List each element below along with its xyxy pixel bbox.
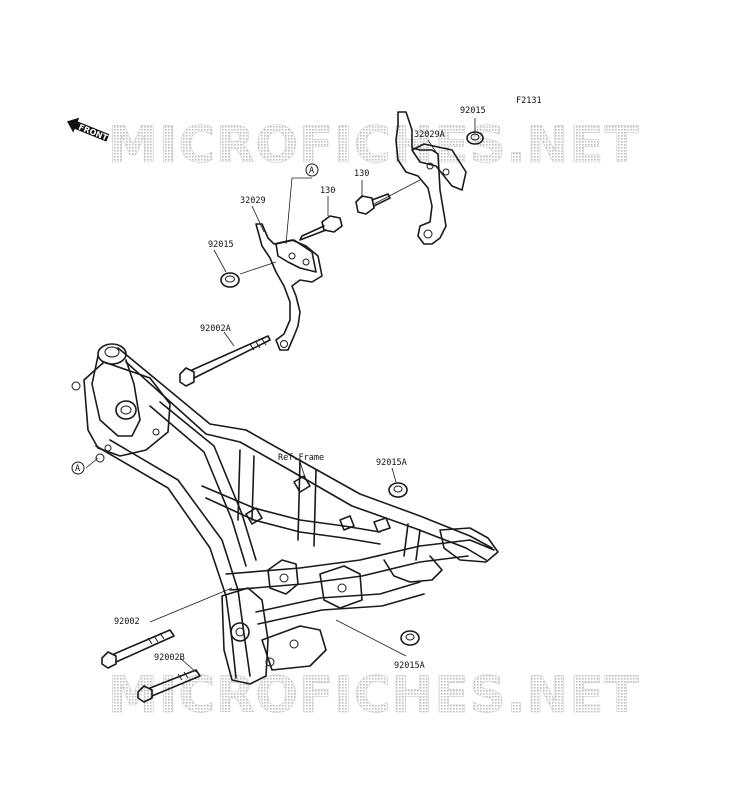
bolt-130-left <box>299 215 343 241</box>
collar-92015A-top <box>388 482 408 498</box>
front-arrow-icon: FRONT <box>67 117 109 143</box>
svg-text:FRONT: FRONT <box>77 123 109 143</box>
watermark-top: MICROFICHES.NET <box>108 116 640 174</box>
bolt-92002B <box>137 669 201 703</box>
label-92002B: 92002B <box>154 653 185 663</box>
bracket-32029 <box>255 223 323 351</box>
bolt-92002A <box>179 335 271 387</box>
bolt-130-right <box>355 193 391 215</box>
label-32029: 32029 <box>240 196 266 206</box>
label-32029A: 32029A <box>414 130 445 140</box>
collar-92015A-bottom <box>400 630 420 646</box>
bracket-32029A <box>395 111 467 245</box>
collar-92015-left <box>220 272 240 288</box>
callout-a-left: A <box>71 461 85 475</box>
label-92015-top: 92015 <box>460 106 486 116</box>
collar-92015-top <box>466 131 484 145</box>
svg-text:A: A <box>75 464 80 474</box>
label-92002: 92002 <box>114 617 140 627</box>
ref-frame-note: Ref.Frame <box>278 453 324 463</box>
label-92015A-bottom: 92015A <box>394 661 425 671</box>
svg-text:A: A <box>309 166 314 176</box>
label-130-left: 130 <box>320 186 335 196</box>
label-130-right: 130 <box>354 169 369 179</box>
label-92015-left: 92015 <box>208 240 234 250</box>
label-92015A-top: 92015A <box>376 458 407 468</box>
bolt-92002 <box>101 629 175 669</box>
watermark-bottom: MICROFICHES.NET <box>108 666 640 724</box>
figure-code: F2131 <box>516 96 542 106</box>
label-92002A: 92002A <box>200 324 231 334</box>
callout-a-top: A <box>305 163 319 177</box>
frame-assembly <box>71 343 499 685</box>
